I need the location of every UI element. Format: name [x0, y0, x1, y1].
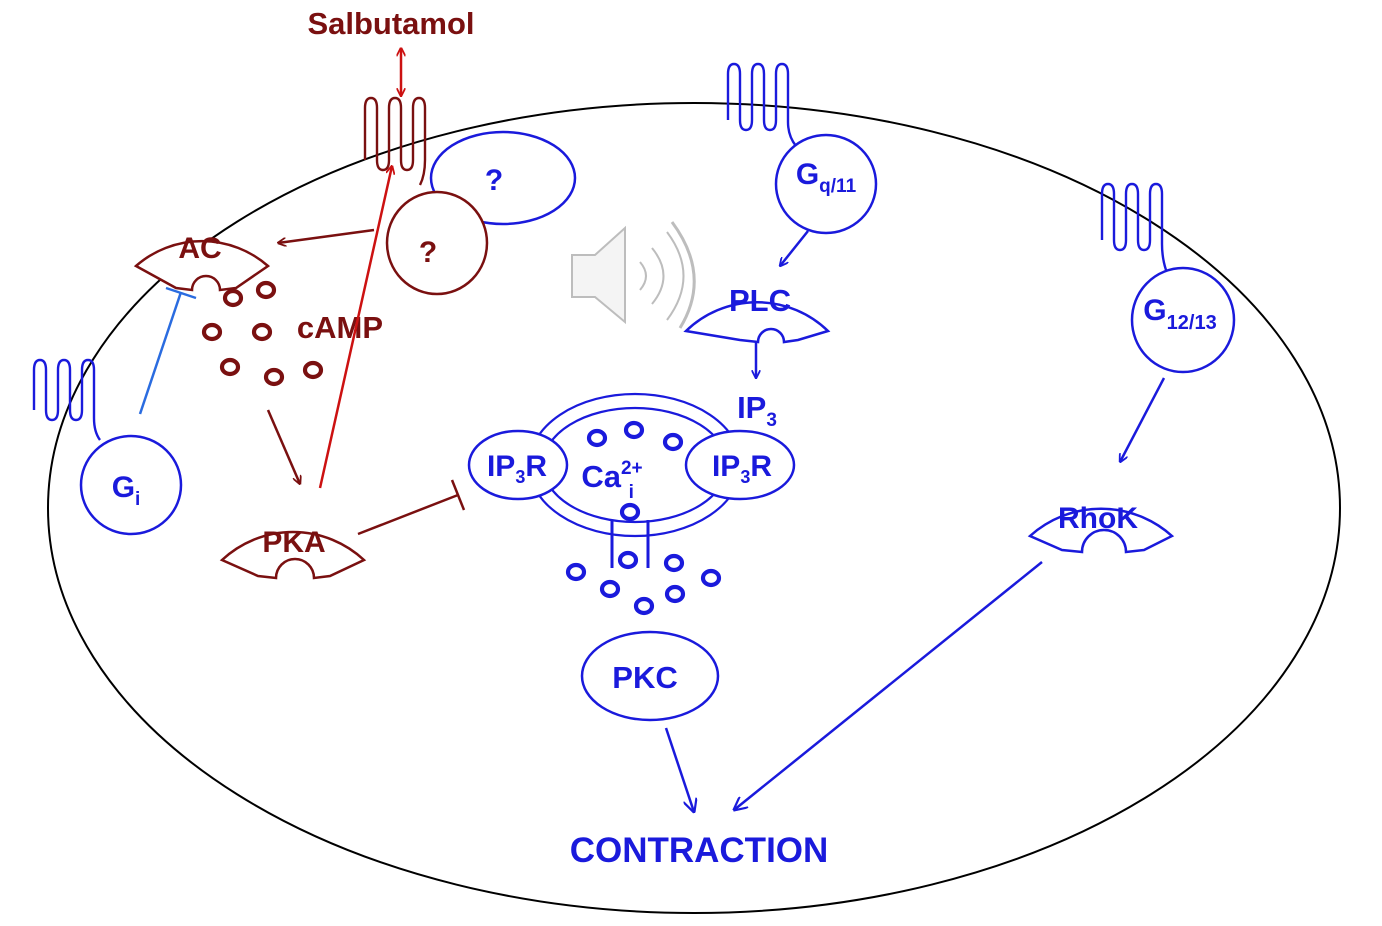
arrow-gq-to-plc — [780, 230, 809, 266]
g12-protein — [1130, 266, 1236, 374]
gq-receptor — [726, 62, 797, 147]
arrow-pkc-to-contraction — [664, 727, 694, 812]
gq-protein — [774, 133, 878, 235]
gq-label: Gq/11 — [796, 158, 857, 197]
g12-label: G12/13 — [1143, 294, 1216, 334]
ip3-label: IP3 — [737, 390, 777, 431]
plc-enzyme — [683, 301, 831, 344]
inhibition-pka-ip3r-bar — [450, 479, 466, 511]
ca-particles-stored — [586, 420, 684, 452]
pkc-label: PKC — [612, 660, 677, 695]
pka-enzyme — [219, 530, 367, 580]
plc-label: PLC — [729, 283, 791, 318]
ip3r-right — [684, 429, 796, 501]
ac-label: AC — [178, 232, 221, 265]
unknown-blue-label: ? — [485, 164, 503, 197]
arrow-camp-to-pka — [266, 409, 300, 484]
arrow-to-ac — [278, 228, 375, 243]
gi-protein — [79, 434, 183, 536]
gi-receptor — [32, 358, 101, 441]
unknown-protein-red — [385, 190, 489, 296]
inhibition-gi-ac — [138, 291, 183, 415]
salbutamol-label: Salbutamol — [307, 6, 474, 41]
unknown-red-label: ? — [419, 236, 437, 269]
rhok-label: RhoK — [1058, 502, 1138, 535]
beta2-receptor — [363, 96, 427, 186]
speaker-icon[interactable] — [571, 221, 696, 329]
cell-membrane — [47, 102, 1341, 914]
pka-label: PKA — [262, 526, 325, 559]
ip3r-right-label: IP3R — [712, 450, 772, 487]
arrow-g12-to-rhok — [1120, 377, 1166, 462]
ac-enzyme — [133, 239, 271, 292]
gi-label: Gi — [112, 471, 141, 510]
camp-particles — [201, 280, 324, 387]
inhibition-pka-ip3r — [357, 493, 459, 536]
inhibition-gi-ac-bar — [165, 286, 197, 300]
contraction-label: CONTRACTION — [570, 831, 829, 870]
ca-channel — [610, 502, 650, 570]
g12-receptor — [1100, 182, 1168, 271]
arrow-pka-to-receptor — [318, 166, 392, 489]
ip3r-left-label: IP3R — [487, 450, 547, 487]
ip3r-left — [467, 429, 569, 501]
pkc-protein — [580, 630, 720, 722]
ca-label: Ca2+i — [581, 458, 642, 503]
camp-label: cAMP — [297, 310, 383, 345]
arrow-rhok-to-contraction — [734, 561, 1043, 810]
ca-particles-released — [565, 553, 722, 616]
rhok-enzyme — [1027, 507, 1175, 554]
